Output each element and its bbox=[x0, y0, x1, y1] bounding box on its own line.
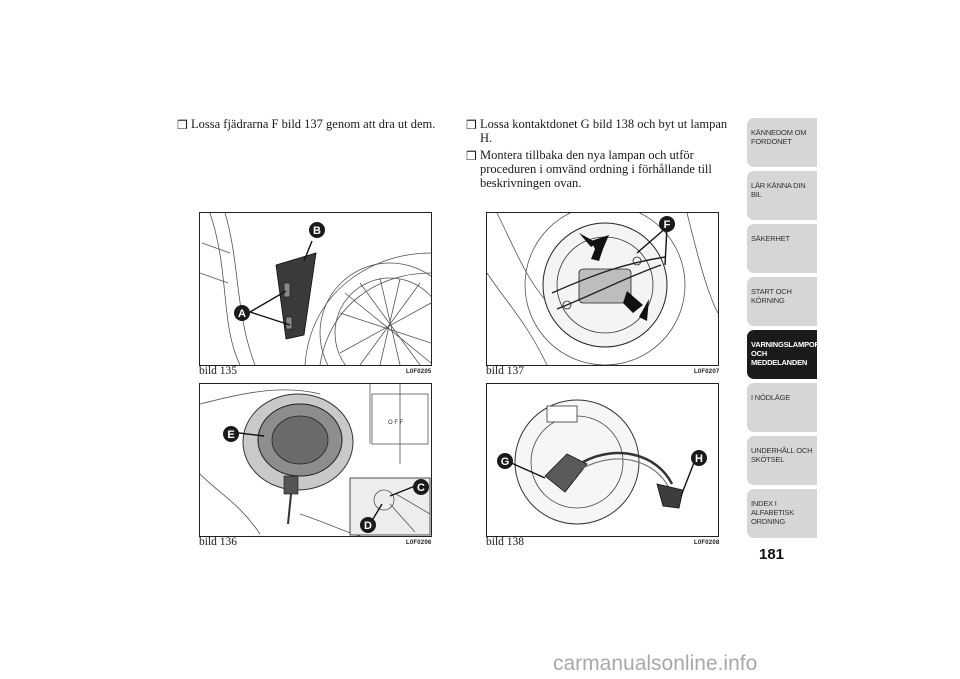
instruction-text: Lossa fjädrarna F bild 137 genom att dra… bbox=[191, 117, 436, 131]
nav-tab-sakerhet[interactable]: SÄKERHET bbox=[747, 224, 817, 273]
checkbox-bullet-icon: ❒ bbox=[466, 149, 477, 163]
watermark-text: carmanualsonline.info bbox=[553, 652, 758, 675]
figure-code: L0F0207 bbox=[694, 369, 720, 375]
figure-caption: bild 137 bbox=[486, 365, 525, 377]
figure-136-illustration: O F F E C D bbox=[199, 383, 432, 537]
callout-label: D bbox=[364, 520, 372, 532]
instruction-item: ❒ Lossa fjädrarna F bild 137 genom att d… bbox=[177, 117, 442, 132]
figure-caption: bild 136 bbox=[199, 536, 238, 548]
callout-label: C bbox=[417, 482, 425, 494]
instruction-item: ❒ Montera tillbaka den nya lampan och ut… bbox=[466, 148, 731, 190]
callout-label: A bbox=[238, 308, 246, 320]
checkbox-bullet-icon: ❒ bbox=[177, 118, 188, 132]
checkbox-bullet-icon: ❒ bbox=[466, 118, 477, 132]
figure-caption: bild 135 bbox=[199, 365, 238, 377]
instruction-item: ❒ Lossa kontaktdonet G bild 138 och byt … bbox=[466, 117, 731, 145]
figure-caption: bild 138 bbox=[486, 536, 525, 548]
nav-tab-kannedom-om-fordonet[interactable]: KÄNNEDOM OM FORDONET bbox=[747, 118, 817, 167]
nav-tab-index[interactable]: INDEX I ALFABETISK ORDNING bbox=[747, 489, 817, 538]
callout-label: G bbox=[501, 456, 510, 468]
nav-tab-start-och-korning[interactable]: START OCH KÖRNING bbox=[747, 277, 817, 326]
nav-tab-underhall-och-skotsel[interactable]: UNDERHÅLL OCH SKÖTSEL bbox=[747, 436, 817, 485]
svg-text:O F F: O F F bbox=[388, 420, 404, 426]
nav-tab-varningslampor[interactable]: VARNINGSLAMPOR OCH MEDDELANDEN bbox=[747, 330, 820, 379]
figure-137-illustration: F bbox=[486, 212, 719, 366]
figure-code: L0F0206 bbox=[406, 540, 432, 546]
callout-label: E bbox=[227, 429, 234, 441]
right-text-column: ❒ Lossa kontaktdonet G bild 138 och byt … bbox=[466, 117, 731, 193]
left-text-column: ❒ Lossa fjädrarna F bild 137 genom att d… bbox=[177, 117, 442, 134]
instruction-text: Montera tillbaka den nya lampan och utfö… bbox=[480, 148, 712, 190]
figure-138-illustration: G H bbox=[486, 383, 719, 537]
figure-135-illustration: B A bbox=[199, 212, 432, 366]
instruction-text: Lossa kontaktdonet G bild 138 och byt ut… bbox=[480, 117, 728, 145]
callout-label: F bbox=[664, 219, 671, 231]
figure-code: L0F0205 bbox=[406, 369, 432, 375]
callout-label: H bbox=[695, 453, 703, 465]
nav-tab-lar-kanna-din-bil[interactable]: LÄR KÄNNA DIN BIL bbox=[747, 171, 817, 220]
callout-label: B bbox=[313, 225, 321, 237]
page-number: 181 bbox=[759, 546, 785, 563]
figure-code: L0F0208 bbox=[694, 540, 720, 546]
nav-tab-i-nodlage[interactable]: I NÖDLÄGE bbox=[747, 383, 817, 432]
